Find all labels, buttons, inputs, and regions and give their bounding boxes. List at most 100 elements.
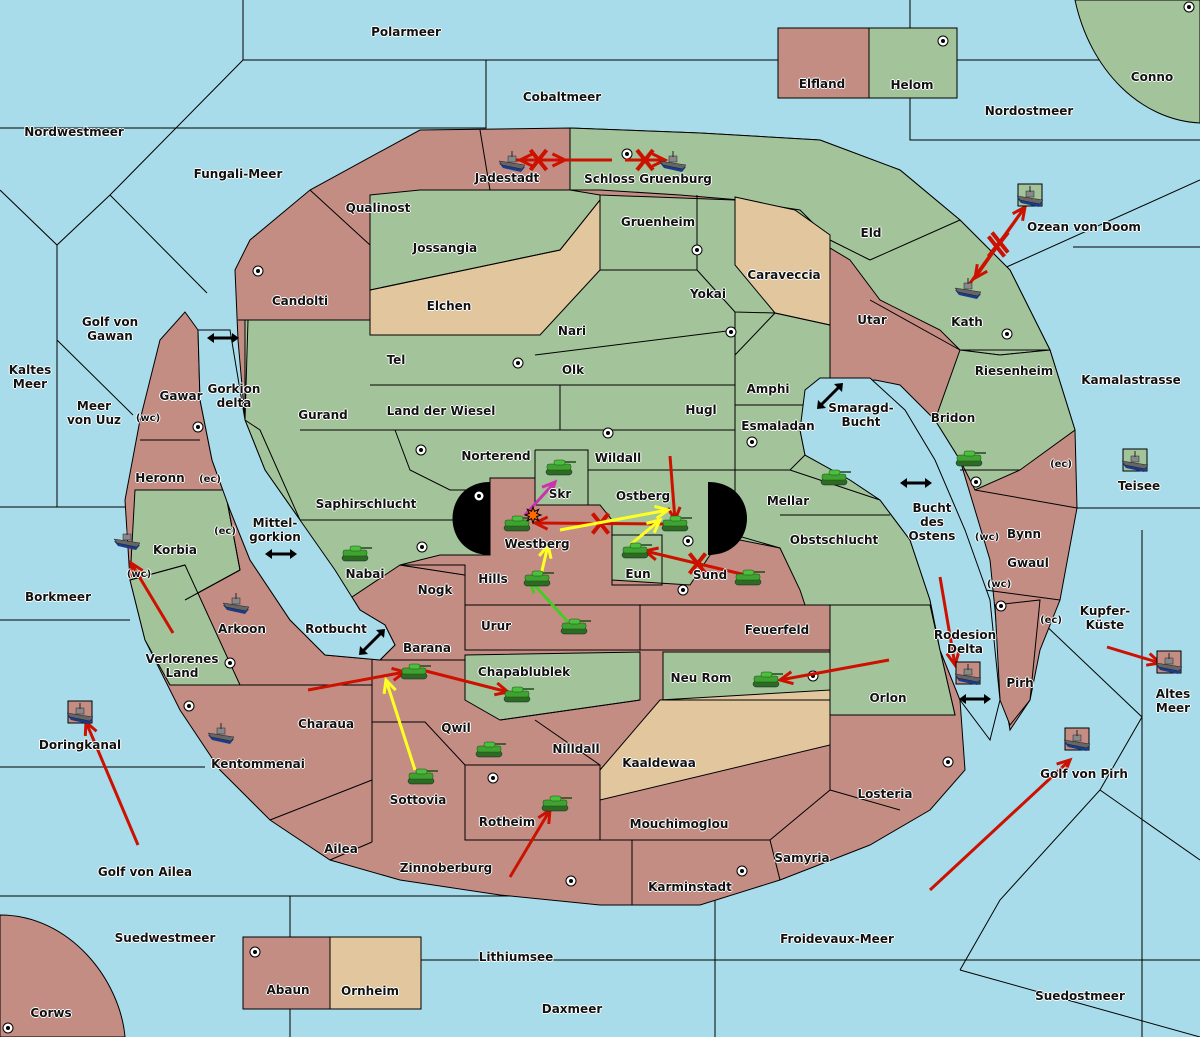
fleet-icon[interactable]	[207, 723, 235, 744]
army-tank-icon[interactable]	[752, 671, 783, 688]
region-label: Golf von Gawan	[81, 315, 139, 343]
army-tank-icon[interactable]	[545, 459, 576, 476]
region-label: Daxmeer	[541, 1002, 603, 1016]
region-label: Westberg	[504, 537, 570, 551]
fleet-icon[interactable]	[498, 151, 526, 172]
supply-center-icon	[487, 772, 499, 784]
supply-center-icon	[677, 584, 689, 596]
region-label: Kupfer- Küste	[1079, 604, 1131, 632]
region-label: (wc)	[986, 579, 1012, 590]
army-tank-icon[interactable]	[560, 618, 591, 635]
region-label: Helom	[890, 78, 934, 92]
fleet-icon[interactable]	[222, 593, 250, 614]
region-label: Wildall	[594, 451, 642, 465]
fleet-icon[interactable]	[1121, 448, 1149, 472]
region-label: Samyria	[774, 851, 830, 865]
army-tank-icon[interactable]	[400, 663, 431, 680]
region-label: (ec)	[214, 526, 236, 537]
region-label: Nogk	[417, 583, 453, 597]
region-label: Golf von Ailea	[97, 865, 193, 879]
supply-center-icon	[512, 357, 524, 369]
battle-explosion-icon	[523, 505, 543, 525]
region-label: Abaun	[266, 983, 310, 997]
order-arrow	[938, 576, 961, 669]
bidirectional-arrow-icon	[359, 629, 385, 655]
region-label: Gruenheim	[620, 215, 696, 229]
fleet-icon[interactable]	[1016, 183, 1044, 207]
supply-center-icon	[252, 265, 264, 277]
region-label: Verlorenes Land	[145, 652, 219, 680]
region-label: Eun	[625, 567, 651, 581]
order-arrow	[629, 517, 663, 547]
region-label: Esmaladan	[741, 419, 815, 433]
fleet-icon[interactable]	[659, 151, 687, 172]
region-label: Gorkion delta	[207, 382, 261, 410]
region-label: Bynn	[1006, 527, 1042, 541]
army-tank-icon[interactable]	[661, 515, 692, 532]
region-label: (wc)	[126, 569, 152, 580]
region-label: Qualinost	[345, 201, 411, 215]
army-tank-icon[interactable]	[503, 515, 534, 532]
region-label: Kentommenai	[211, 757, 305, 771]
region-label: Kamalastrasse	[1081, 373, 1181, 387]
region-label: Ostberg	[615, 489, 671, 503]
region-label: Altes Meer	[1155, 687, 1191, 715]
region-label: Zinnoberburg	[399, 861, 493, 875]
fleet-icon[interactable]	[1063, 727, 1091, 751]
fleet-icon[interactable]	[1155, 650, 1183, 674]
army-tank-icon[interactable]	[955, 450, 986, 467]
orders	[83, 148, 1164, 892]
region-label: Schloss Gruenburg	[584, 172, 712, 186]
region-label: (wc)	[974, 532, 1000, 543]
region-label: Norterend	[461, 449, 531, 463]
region-label: Kaltes Meer	[8, 363, 52, 391]
bidirectional-arrow-icon	[207, 333, 239, 343]
army-tank-icon[interactable]	[503, 686, 534, 703]
order-arrow	[538, 541, 553, 576]
region-label: Losteria	[857, 787, 913, 801]
region-label: (wc)	[135, 413, 161, 424]
region-label: Feuerfeld	[744, 623, 810, 637]
region-label: Conno	[1130, 70, 1174, 84]
army-tank-icon[interactable]	[475, 741, 506, 758]
army-tank-icon[interactable]	[820, 469, 851, 486]
region-label: Borkmeer	[25, 590, 91, 604]
supply-center-icon	[183, 700, 195, 712]
army-tank-icon[interactable]	[621, 542, 652, 559]
region-label: Jossangia	[412, 241, 478, 255]
region-label: Orlon	[869, 691, 907, 705]
order-arrow	[776, 658, 890, 686]
supply-center-icon	[937, 35, 949, 47]
region-label: Nordostmeer	[984, 104, 1074, 118]
army-tank-icon[interactable]	[341, 545, 372, 562]
region-label: Obstschlucht	[789, 533, 879, 547]
region-label: Bridon	[930, 411, 976, 425]
region-label: Rotbucht	[305, 622, 367, 636]
region-label: Olk	[561, 363, 585, 377]
region-label: Kath	[951, 315, 983, 329]
region-label: Arkoon	[218, 622, 266, 636]
fleet-icon[interactable]	[954, 661, 982, 685]
supply-center-icon	[970, 476, 982, 488]
army-tank-icon[interactable]	[541, 795, 572, 812]
order-arrow	[928, 757, 1073, 892]
army-tank-icon[interactable]	[523, 570, 554, 587]
region-label: Teisee	[1117, 479, 1161, 493]
region-label: Nabai	[345, 567, 385, 581]
fleet-icon[interactable]	[66, 700, 94, 724]
region-label: Suedwestmeer	[114, 931, 216, 945]
order-arrow	[516, 152, 612, 168]
region-label: Urur	[480, 619, 512, 633]
region-label: Charaua	[297, 717, 355, 731]
region-label: Mellar	[766, 494, 810, 508]
army-tank-icon[interactable]	[734, 569, 765, 586]
region-label: Sund	[692, 568, 728, 582]
region-label: Skr	[548, 487, 572, 501]
impassable-east	[708, 482, 747, 555]
region-label: Ailea	[324, 842, 358, 856]
fleet-icon[interactable]	[954, 278, 982, 299]
army-tank-icon[interactable]	[407, 768, 438, 785]
fleet-icon[interactable]	[113, 529, 141, 550]
